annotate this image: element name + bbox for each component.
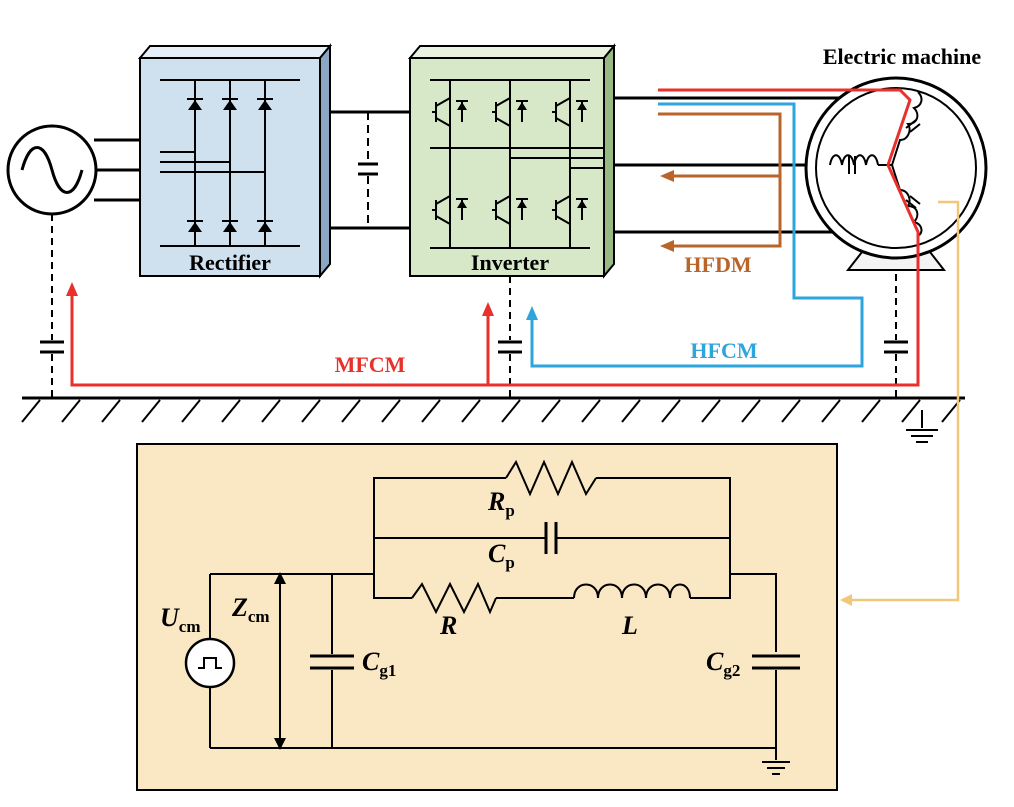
hfdm-current-path <box>658 112 782 252</box>
parasitic-capacitors <box>40 214 908 398</box>
equivalent-circuit-link <box>840 200 960 606</box>
hfdm-label: HFDM <box>684 252 751 277</box>
inverter-block: Inverter <box>407 43 617 279</box>
mfcm-label: MFCM <box>335 352 406 377</box>
zcm-label: Zcm <box>231 593 270 626</box>
zcm-arrow-top <box>274 572 286 584</box>
source-supply-lines <box>94 138 140 202</box>
inverter-label: Inverter <box>471 250 549 275</box>
r-label: R <box>439 611 457 640</box>
cp-label: Cp <box>488 539 515 572</box>
rectifier-label: Rectifier <box>189 250 271 275</box>
zcm-arrow-bottom <box>274 738 286 750</box>
ac-source-icon <box>6 124 98 216</box>
igbt-icons <box>432 97 583 225</box>
ucm-label: Ucm <box>160 603 201 636</box>
rectifier-block: Rectifier <box>137 43 333 279</box>
mfcm-current-path <box>66 88 920 387</box>
hfcm-current-path <box>526 102 864 368</box>
rp-label: Rp <box>487 487 515 520</box>
dc-link <box>330 110 410 230</box>
l-label: L <box>621 611 638 640</box>
circuit-wiring <box>209 459 800 749</box>
earth-ground-icon <box>906 410 938 443</box>
cg2-label: Cg2 <box>706 647 740 680</box>
electric-machine-icon: Electric machine <box>804 44 988 271</box>
circuit-ground-icon <box>762 748 790 775</box>
voltage-source-icon <box>184 637 236 689</box>
diode-icons <box>187 98 273 232</box>
electric-machine-label: Electric machine <box>823 44 981 69</box>
ground-plane <box>21 396 965 423</box>
equivalent-circuit-panel: Rp Cp R L Ucm Zcm Cg1 Cg2 <box>136 443 838 791</box>
cg1-label: Cg1 <box>362 647 396 680</box>
hfcm-label: HFCM <box>690 338 757 363</box>
